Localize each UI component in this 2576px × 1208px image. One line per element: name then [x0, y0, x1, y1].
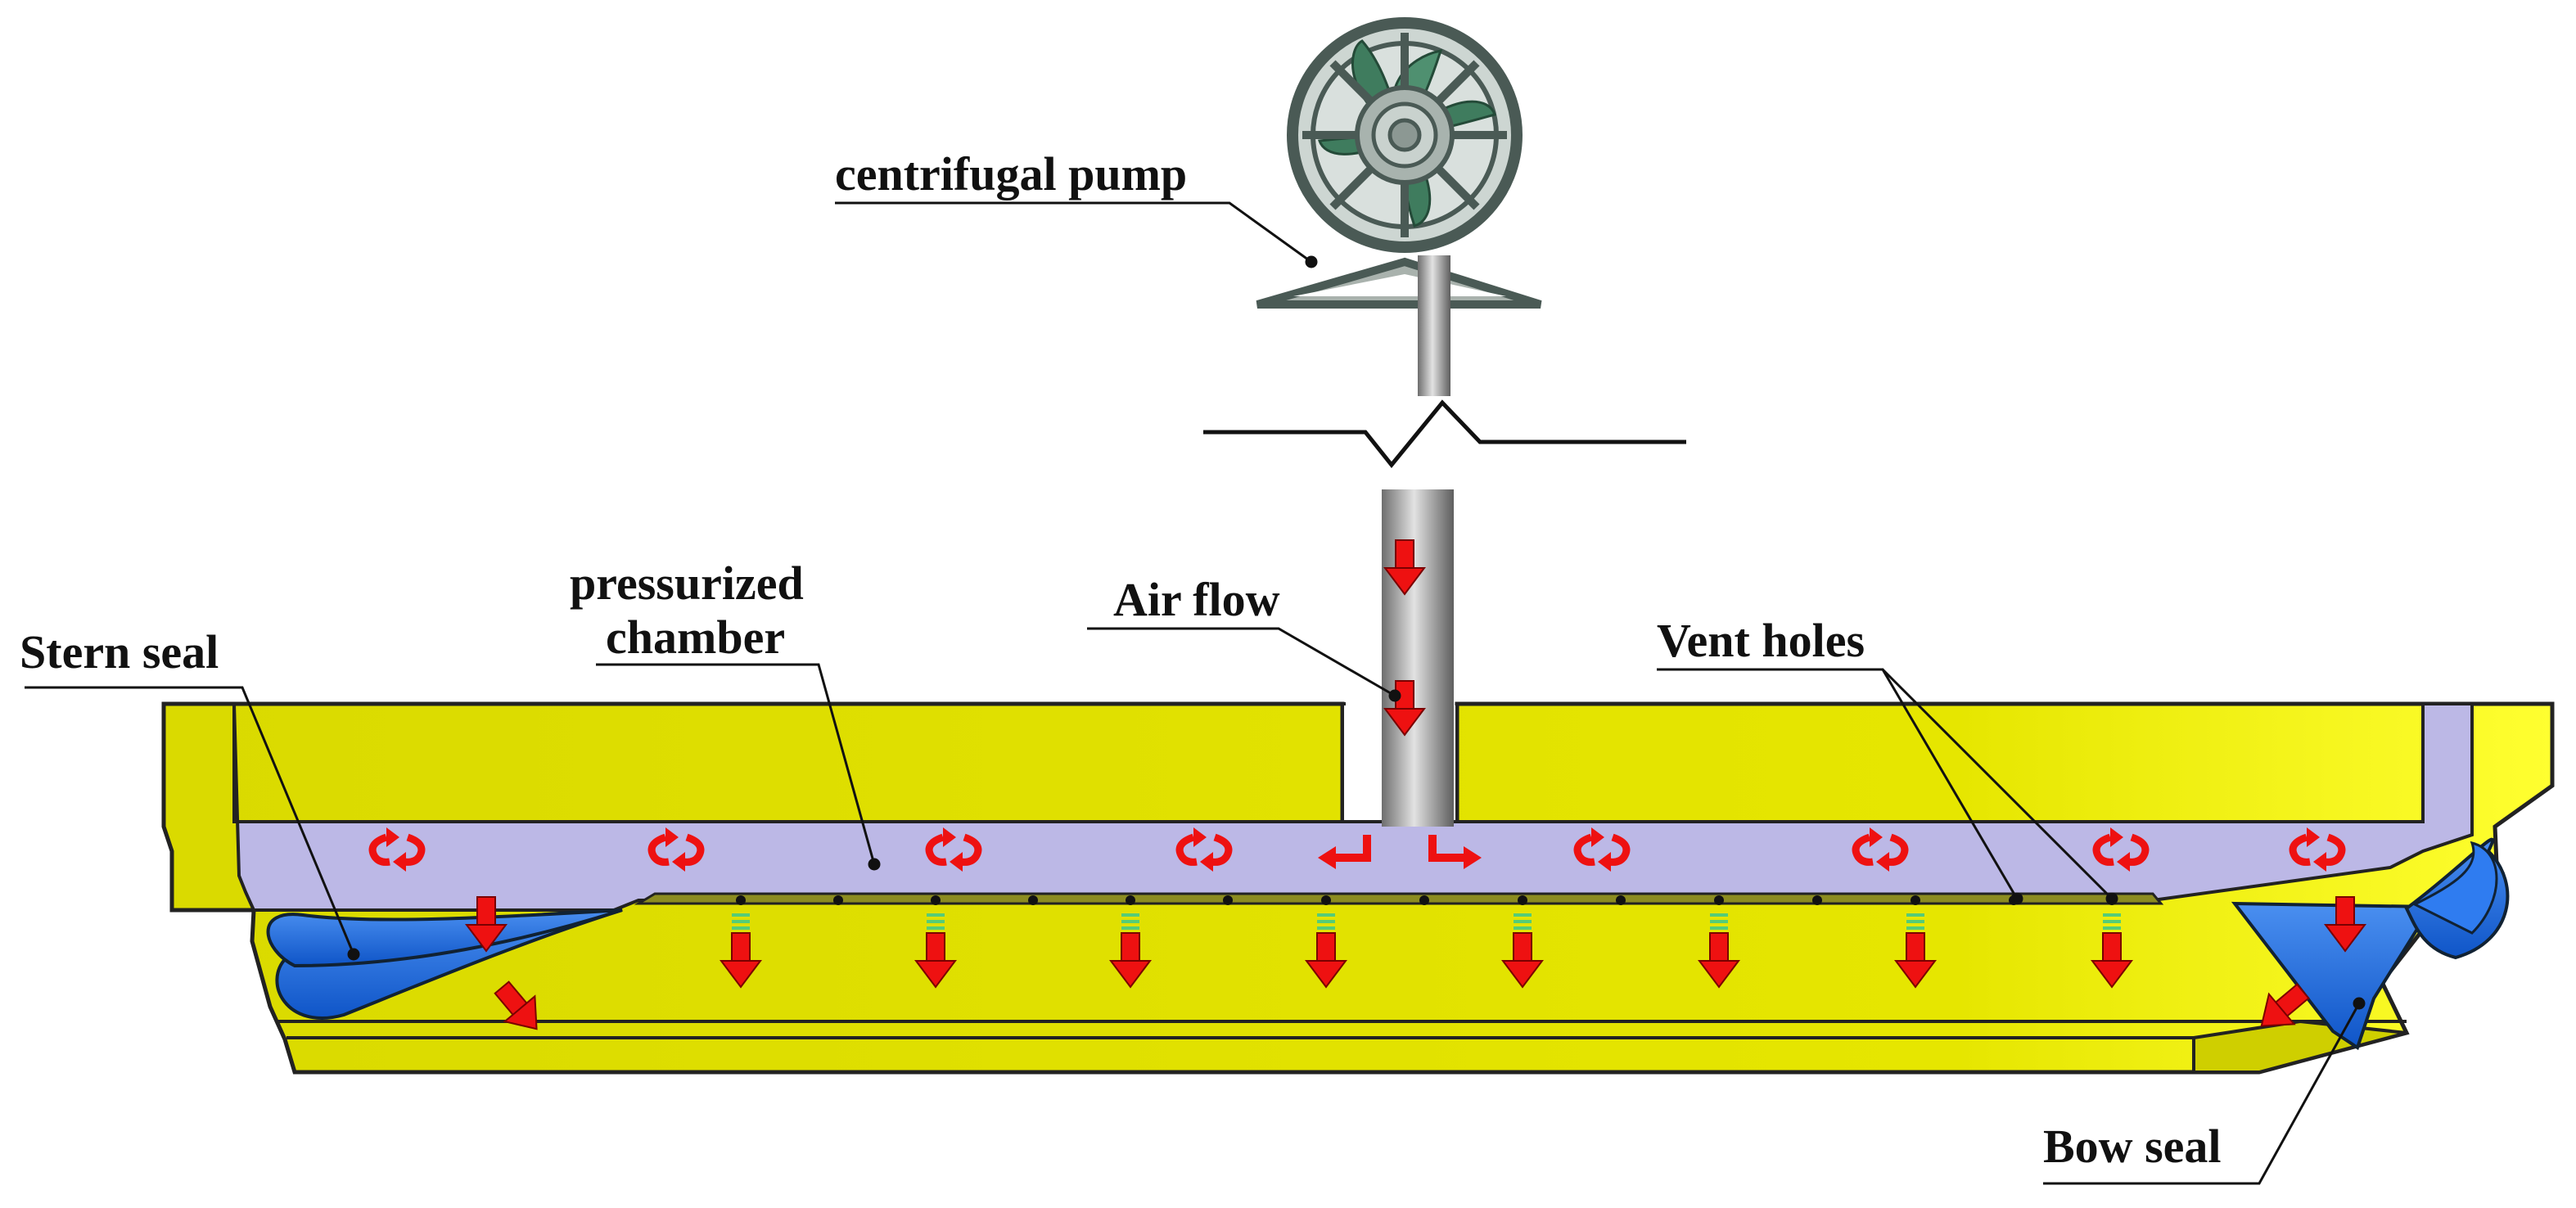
bow-seal: [2231, 837, 2510, 1051]
air-duct-upper: [1418, 255, 1450, 396]
break-line: [1203, 399, 1686, 468]
label-air-flow: Air flow: [1113, 573, 1280, 626]
outlet-split-arrows: [1318, 835, 1482, 869]
label-stern-seal: Stern seal: [20, 625, 219, 678]
label-pressurized: pressurized: [570, 557, 804, 610]
label-bow-seal: Bow seal: [2043, 1120, 2222, 1173]
leader-lines: [25, 201, 2366, 1185]
centrifugal-pump-icon: [1256, 17, 1542, 309]
label-chamber: chamber: [606, 611, 785, 664]
pressurized-chamber: [232, 702, 2474, 912]
perforated-plate: [634, 892, 2164, 905]
label-centrifugal-pump: centrifugal pump: [835, 147, 1187, 201]
label-vent-holes: Vent holes: [1657, 614, 1865, 667]
